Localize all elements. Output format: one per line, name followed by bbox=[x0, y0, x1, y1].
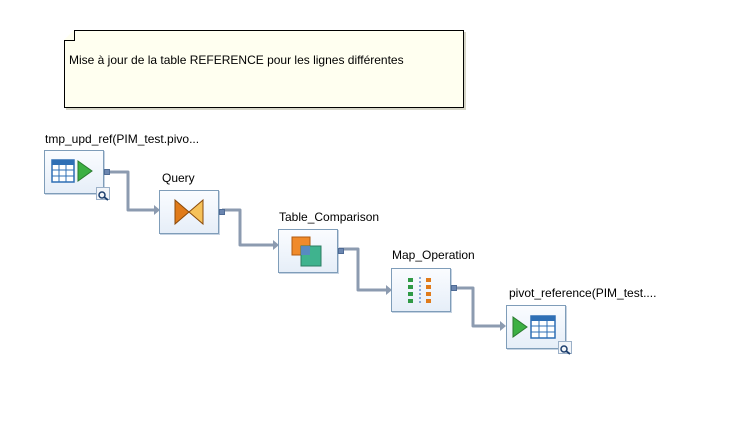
source-output-port[interactable] bbox=[104, 169, 110, 175]
map-operation-node[interactable] bbox=[391, 268, 457, 312]
arrow-head-target bbox=[500, 321, 506, 331]
query-output-port[interactable] bbox=[219, 209, 225, 215]
table-comparison-output-port[interactable] bbox=[338, 248, 344, 254]
table-comparison-node[interactable] bbox=[278, 229, 344, 273]
connector-query-comparison bbox=[222, 208, 273, 247]
source-table-node[interactable] bbox=[44, 150, 110, 194]
target-node-label: pivot_reference(PIM_test.... bbox=[509, 286, 657, 300]
arrow-head-map bbox=[386, 285, 392, 295]
map-operation-output-port[interactable] bbox=[451, 285, 457, 291]
table-comparison-node-label: Table_Comparison bbox=[279, 210, 380, 224]
magnifier-icon[interactable] bbox=[96, 187, 110, 201]
map-operation-icon bbox=[408, 277, 431, 304]
annotation-text: Mise à jour de la table REFERENCE pour l… bbox=[69, 53, 404, 67]
connector-source-query bbox=[110, 170, 154, 212]
query-node[interactable] bbox=[159, 190, 225, 234]
source-node-label: tmp_upd_ref(PIM_test.pivo... bbox=[45, 132, 200, 146]
annotation-note[interactable]: Mise à jour de la table REFERENCE pour l… bbox=[64, 30, 464, 108]
query-node-label: Query bbox=[162, 171, 195, 185]
note-fold-corner bbox=[64, 30, 75, 41]
table-reader-icon bbox=[51, 159, 93, 183]
magnifier-icon[interactable] bbox=[558, 341, 572, 355]
table-loader-icon bbox=[512, 315, 556, 339]
arrow-head-comparison bbox=[273, 240, 279, 250]
connector-map-target bbox=[453, 286, 500, 328]
target-table-node[interactable] bbox=[506, 305, 566, 349]
arrow-head-query bbox=[154, 205, 160, 215]
map-operation-node-label: Map_Operation bbox=[392, 248, 475, 262]
query-transform-icon bbox=[174, 198, 204, 226]
connector-comparison-map bbox=[339, 247, 386, 292]
table-comparison-icon bbox=[291, 236, 322, 267]
